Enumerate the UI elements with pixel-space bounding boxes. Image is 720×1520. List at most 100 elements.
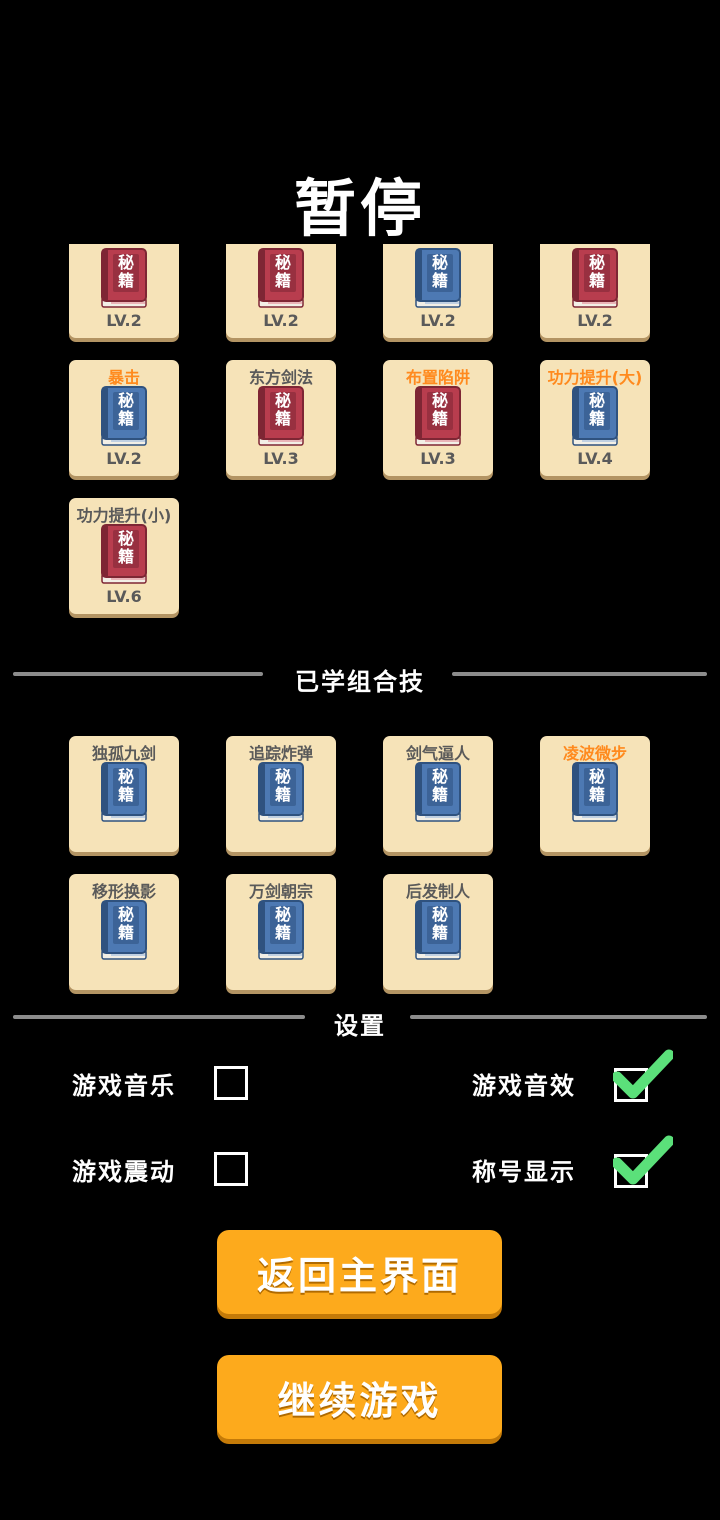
book-label-top: 秘: [274, 253, 291, 272]
combo-name: 万剑朝宗: [248, 882, 313, 901]
secret-book-icon: 秘籍: [258, 386, 304, 446]
secret-book-icon: 秘籍: [415, 900, 461, 960]
skill-card[interactable]: 暴击秘籍 LV.2: [69, 360, 179, 476]
sfx-checkbox[interactable]: [613, 1049, 673, 1102]
combo-card[interactable]: 万剑朝宗秘籍: [226, 874, 336, 990]
secret-book-icon: [258, 762, 304, 822]
continue-game-button[interactable]: 继续游戏: [217, 1355, 502, 1439]
skill-card[interactable]: 秘籍 LV.2: [69, 244, 179, 338]
skill-level: LV.2: [106, 449, 142, 468]
book-label-bottom: 籍: [274, 785, 291, 804]
title-display-label: 称号显示: [472, 1158, 576, 1186]
skill-level: LV.3: [420, 449, 456, 468]
return-main-menu-button[interactable]: 返回主界面: [217, 1230, 502, 1314]
skill-level: LV.2: [263, 311, 299, 330]
music-checkbox[interactable]: [214, 1066, 248, 1100]
checkmark-icon: [613, 1135, 673, 1185]
secret-book-icon: 秘籍: [101, 248, 147, 308]
book-label-top: 秘: [117, 253, 134, 272]
book-label-bottom: 籍: [588, 785, 605, 804]
combo-card[interactable]: 移形换影秘籍: [69, 874, 179, 990]
book-label-bottom: 籍: [431, 409, 448, 428]
book-label-top: 秘: [274, 391, 291, 410]
skill-name: 暴击: [107, 368, 140, 387]
sfx-label: 游戏音效: [472, 1072, 576, 1100]
skill-card[interactable]: 秘籍 LV.2: [226, 244, 336, 338]
book-label-top: 秘: [431, 905, 448, 924]
combo-name: 剑气逼人: [405, 744, 470, 763]
secret-book-icon: [258, 386, 304, 446]
book-label-top: 秘: [431, 253, 448, 272]
combo-name: 凌波微步: [562, 744, 627, 763]
skill-level: LV.2: [106, 311, 142, 330]
combo-card[interactable]: 后发制人秘籍: [383, 874, 493, 990]
book-label-bottom: 籍: [117, 785, 134, 804]
secret-book-icon: [572, 386, 618, 446]
book-label-bottom: 籍: [431, 785, 448, 804]
divider-left: [13, 1015, 305, 1019]
music-label: 游戏音乐: [72, 1072, 176, 1100]
secret-book-icon: 秘籍: [572, 386, 618, 446]
secret-book-icon: 秘籍: [415, 248, 461, 308]
book-label-top: 秘: [588, 253, 605, 272]
book-label-bottom: 籍: [431, 271, 448, 290]
book-label-top: 秘: [431, 391, 448, 410]
book-label-top: 秘: [274, 767, 291, 786]
combo-name: 移形换影: [91, 882, 156, 901]
secret-book-icon: 秘籍: [258, 248, 304, 308]
secret-book-icon: [415, 762, 461, 822]
secret-book-icon: 秘籍: [415, 762, 461, 822]
secret-book-icon: [415, 900, 461, 960]
book-label-top: 秘: [588, 767, 605, 786]
secret-book-icon: [572, 762, 618, 822]
title-display-checkbox[interactable]: [613, 1135, 673, 1188]
secret-book-icon: [101, 386, 147, 446]
divider-right: [410, 1015, 707, 1019]
combo-name: 后发制人: [405, 882, 470, 901]
checkmark-icon: [613, 1049, 673, 1099]
secret-book-icon: [101, 524, 147, 584]
combo-card[interactable]: 独孤九剑秘籍: [69, 736, 179, 852]
secret-book-icon: [415, 248, 461, 308]
secret-book-icon: [101, 762, 147, 822]
secret-book-icon: 秘籍: [101, 900, 147, 960]
book-label-top: 秘: [431, 767, 448, 786]
secret-book-icon: [258, 248, 304, 308]
skill-card[interactable]: 东方剑法秘籍 LV.3: [226, 360, 336, 476]
divider-right: [452, 672, 707, 676]
book-label-top: 秘: [274, 905, 291, 924]
book-label-top: 秘: [117, 905, 134, 924]
vibration-label: 游戏震动: [72, 1158, 176, 1186]
combo-card[interactable]: 剑气逼人秘籍: [383, 736, 493, 852]
skill-name: 东方剑法: [248, 368, 313, 387]
combo-card[interactable]: 凌波微步秘籍: [540, 736, 650, 852]
divider-left: [13, 672, 263, 676]
skill-level: LV.6: [106, 587, 142, 606]
book-label-bottom: 籍: [117, 923, 134, 942]
settings-title: 设置: [334, 1012, 386, 1040]
skill-level: LV.2: [577, 311, 613, 330]
book-label-bottom: 籍: [117, 271, 134, 290]
secret-book-icon: 秘籍: [101, 524, 147, 584]
secret-book-icon: [415, 386, 461, 446]
combo-card[interactable]: 追踪炸弹秘籍: [226, 736, 336, 852]
combo-section-title: 已学组合技: [295, 668, 425, 696]
book-label-top: 秘: [117, 767, 134, 786]
skill-level: LV.3: [263, 449, 299, 468]
vibration-checkbox[interactable]: [214, 1152, 248, 1186]
secret-book-icon: 秘籍: [101, 386, 147, 446]
book-label-top: 秘: [117, 529, 134, 548]
secret-book-icon: [572, 248, 618, 308]
book-label-bottom: 籍: [274, 271, 291, 290]
secret-book-icon: 秘籍: [101, 762, 147, 822]
secret-book-icon: [101, 900, 147, 960]
secret-book-icon: 秘籍: [415, 386, 461, 446]
book-label-bottom: 籍: [117, 409, 134, 428]
book-label-bottom: 籍: [431, 923, 448, 942]
